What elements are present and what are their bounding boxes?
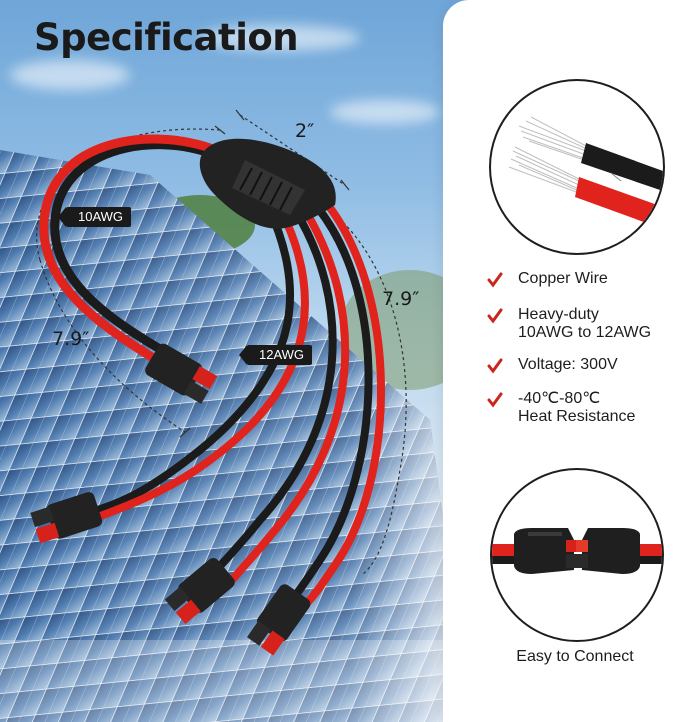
connector-caption: Easy to Connect <box>516 648 634 665</box>
feature-item: Voltage: 300V <box>486 356 618 375</box>
awg-10-tag: 10AWG <box>57 207 132 227</box>
feature-label: Copper Wire <box>518 270 608 287</box>
feature-item: Copper Wire <box>486 270 608 289</box>
feature-item: Heavy-duty 10AWG to 12AWG <box>486 306 651 342</box>
check-icon <box>487 392 503 408</box>
y-splitter-cable <box>30 109 407 656</box>
feature-label: -40℃-80℃ Heat Resistance <box>518 390 636 425</box>
dimension-left-label: 7.9″ <box>52 328 90 350</box>
feature-label: Voltage: 300V <box>518 356 618 373</box>
dimension-right-label: 7.9″ <box>382 288 420 310</box>
check-icon <box>487 358 503 374</box>
check-icon <box>487 308 503 324</box>
splitter-hub <box>199 138 336 229</box>
feature-item: -40℃-80℃ Heat Resistance <box>486 390 635 426</box>
wires <box>39 134 385 609</box>
connector-closeup <box>490 468 664 642</box>
dimension-lines <box>36 109 407 576</box>
feature-label: Heavy-duty 10AWG to 12AWG <box>518 306 652 341</box>
page-title: Specification <box>34 16 299 59</box>
connectors <box>30 343 311 656</box>
awg-12-tag: 12AWG <box>238 345 313 365</box>
check-icon <box>487 272 503 288</box>
copper-wire-closeup <box>489 79 665 255</box>
dimension-top-label: 2″ <box>295 120 315 142</box>
